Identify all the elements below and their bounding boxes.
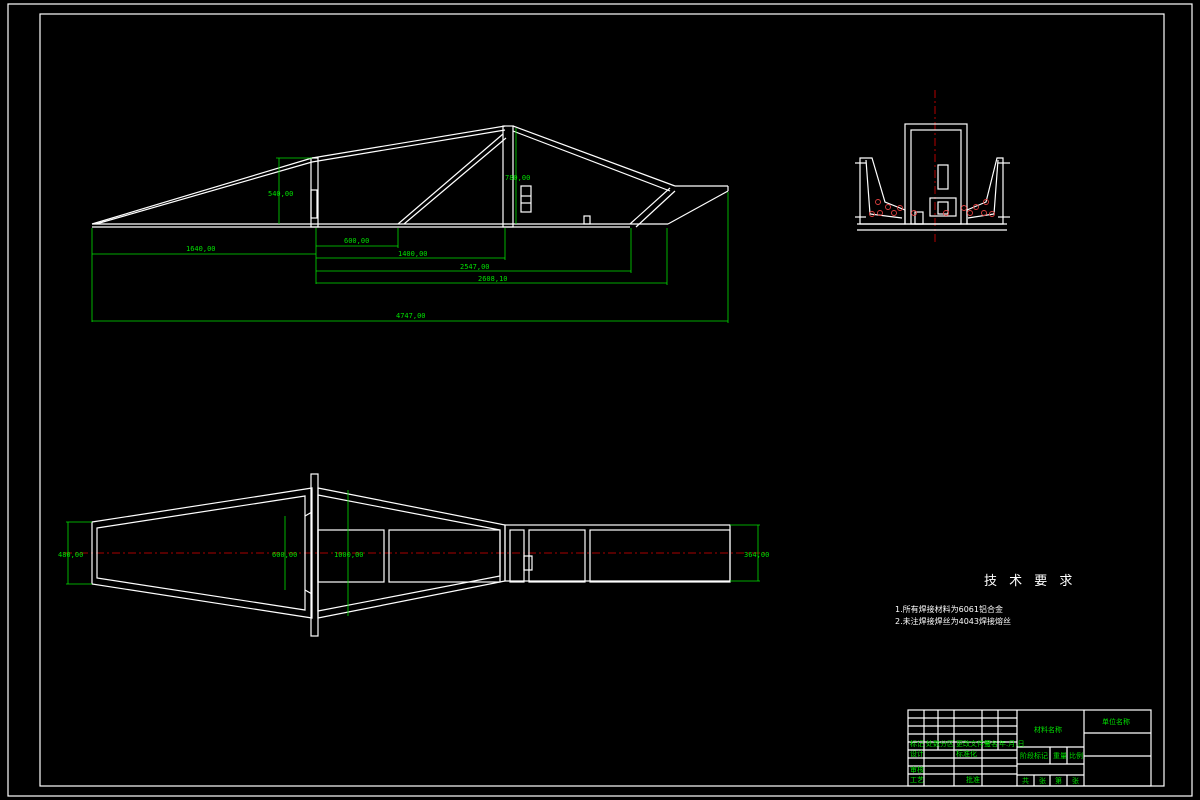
material-name: 材料名称 xyxy=(1034,725,1062,734)
front-view xyxy=(855,90,1010,245)
tb-cell-1: 处数 xyxy=(926,739,940,748)
dim-2608: 2608,10 xyxy=(478,275,508,283)
tb-cell-6: 设计 xyxy=(910,749,924,758)
tb-cell-16: 第 xyxy=(1055,776,1062,785)
dim-1640: 1640,00 xyxy=(186,245,216,253)
dim-1400: 1400,00 xyxy=(398,250,428,258)
tb-cell-0: 标记 xyxy=(910,739,924,748)
tb-cell-10: 比例 xyxy=(1069,751,1083,760)
unit-name: 单位名称 xyxy=(1102,717,1130,726)
tb-cell-13: 批准 xyxy=(966,775,980,784)
tech-req-line1: 1.所有焊接材料为6061铝合金 xyxy=(895,604,1003,614)
dim-1000: 1000,00 xyxy=(334,551,364,559)
top-view-dimensions: 480,00 600,00 1000,00 364,00 xyxy=(58,490,769,616)
tb-cell-2: 分区 xyxy=(940,739,954,748)
tb-cell-17: 张 xyxy=(1072,776,1079,785)
outer-border xyxy=(7,3,1193,797)
side-view xyxy=(91,125,729,228)
top-view xyxy=(64,473,768,637)
side-view-dimensions: 1640,00 600,00 1400,00 2547,00 2608,10 4… xyxy=(91,128,729,323)
tb-cell-3: 更改文件号 xyxy=(956,739,991,748)
tb-cell-5: 年.月.日 xyxy=(999,739,1024,748)
dim-780: 780,00 xyxy=(505,174,530,182)
tb-cell-12: 工艺 xyxy=(910,776,924,784)
tb-cell-14: 共 xyxy=(1022,776,1029,785)
dim-4747: 4747,00 xyxy=(396,312,426,320)
title-block: 材料名称 单位名称 标记 处数 分区 更改文件号 签名 年.月.日 设计 标准化… xyxy=(907,709,1152,787)
dim-540: 540,00 xyxy=(268,190,293,198)
dim-480: 480,00 xyxy=(58,551,83,559)
dim-2547: 2547,00 xyxy=(460,263,490,271)
drawing-frame xyxy=(39,13,1165,787)
tb-cell-4: 签名 xyxy=(984,739,998,748)
tech-req-line2: 2.未注焊接焊丝为4043焊接熔丝 xyxy=(895,616,1011,626)
dim-600-side: 600,00 xyxy=(344,237,369,245)
tech-req-title: 技 术 要 求 xyxy=(984,574,1076,589)
tb-cell-15: 张 xyxy=(1039,776,1046,785)
tb-cell-7: 标准化 xyxy=(956,749,977,758)
tb-cell-11: 审核 xyxy=(910,765,924,774)
dim-600-top: 600,00 xyxy=(272,551,297,559)
tb-cell-8: 阶段标记 xyxy=(1020,751,1048,760)
tb-cell-9: 重量 xyxy=(1053,752,1067,760)
dim-364: 364,00 xyxy=(744,551,769,559)
